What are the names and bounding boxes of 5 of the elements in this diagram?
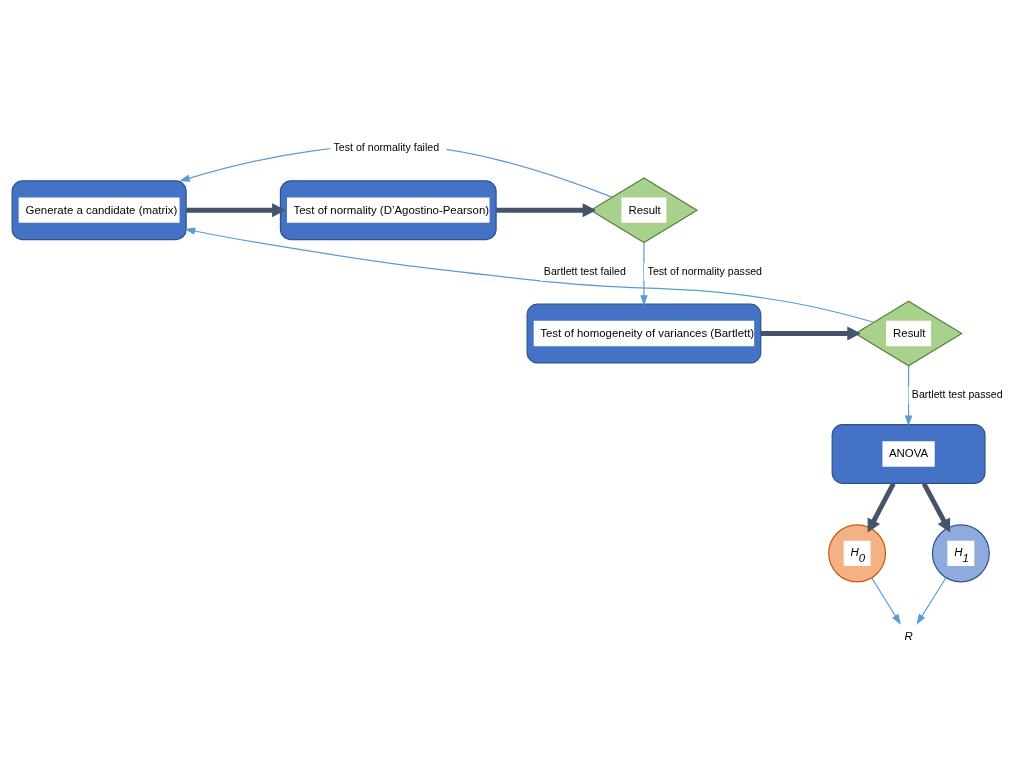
edge-label: Test of normality failed: [333, 141, 440, 154]
edge-label: Bartlett test failed: [543, 264, 626, 277]
node-text: R: [904, 630, 913, 643]
edge-label: Bartlett test passed: [911, 387, 1003, 400]
edge-label: Test of normality passed: [647, 264, 763, 277]
